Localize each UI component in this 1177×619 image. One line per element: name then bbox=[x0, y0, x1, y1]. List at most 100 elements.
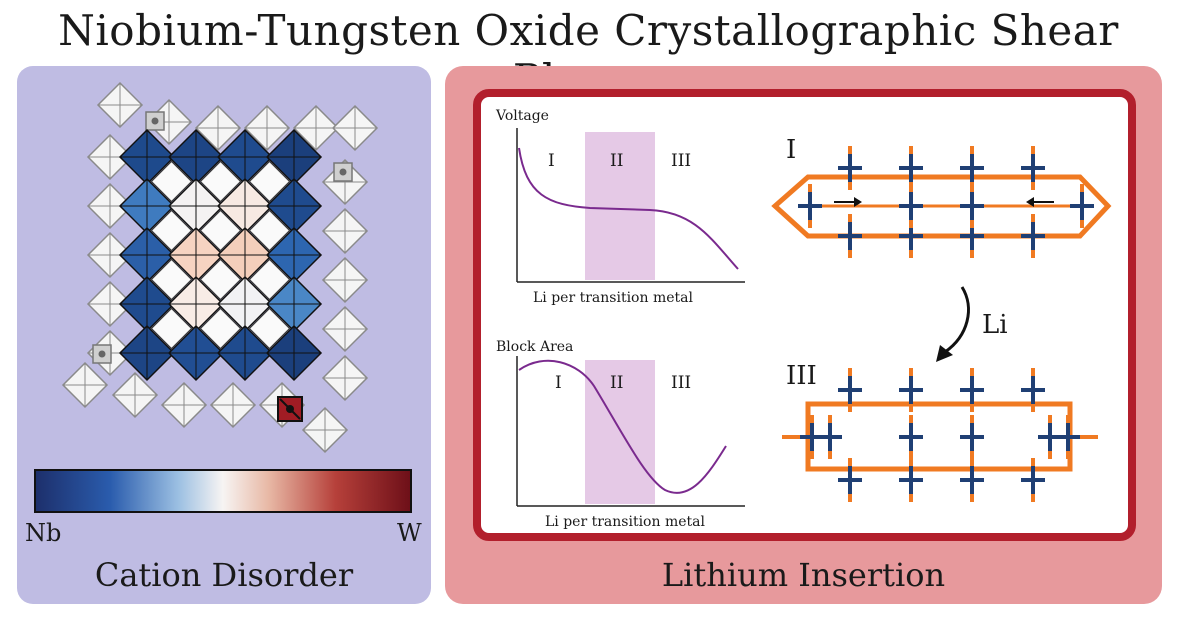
octahedron-cell bbox=[265, 177, 323, 235]
structure-top-node bbox=[838, 214, 862, 258]
voltage-region-iii: III bbox=[671, 151, 691, 171]
lithium-insertion-inner-box bbox=[473, 89, 1136, 541]
block-area-chart: Block Area Li per transition metal I II … bbox=[496, 339, 745, 530]
voltage-ylabel: Voltage bbox=[495, 108, 549, 124]
structure-top-node bbox=[960, 184, 984, 228]
voltage-xlabel: Li per transition metal bbox=[533, 290, 693, 306]
structure-bottom-node bbox=[960, 415, 984, 459]
structure-bottom-node bbox=[899, 415, 923, 459]
block-region-ii-shade bbox=[585, 360, 655, 504]
interstitial-site bbox=[150, 160, 193, 203]
octahedron-cell bbox=[265, 226, 323, 284]
interstitial-site bbox=[150, 307, 193, 350]
voltage-chart: Voltage Li per transition metal I II III bbox=[495, 108, 745, 306]
interstitial-site bbox=[248, 160, 291, 203]
border-octahedron-left bbox=[86, 133, 134, 181]
border-octahedron-top bbox=[96, 81, 144, 129]
octahedron-cell bbox=[265, 324, 323, 382]
border-octahedron-left bbox=[86, 280, 134, 328]
voltage-region-i: I bbox=[548, 151, 555, 171]
li-arrow-path bbox=[944, 286, 970, 354]
octahedron-cell bbox=[265, 275, 323, 333]
structure-top-node bbox=[960, 146, 984, 190]
border-octahedron-top bbox=[331, 104, 379, 152]
octahedron-cell bbox=[216, 128, 274, 186]
block-xlabel: Li per transition metal bbox=[545, 514, 705, 530]
border-octahedron-right bbox=[321, 305, 369, 353]
structure-top-orange-frame bbox=[771, 174, 1112, 239]
block-region-i: I bbox=[555, 373, 562, 393]
voltage-region-ii-shade bbox=[585, 132, 655, 280]
structure-top-label: I bbox=[786, 135, 796, 165]
tetrahedral-site-atom bbox=[339, 168, 347, 176]
block-region-ii: II bbox=[610, 373, 623, 393]
tungsten-site-atom bbox=[286, 405, 294, 413]
structure-bottom-orange-frame bbox=[805, 401, 1073, 472]
border-octahedron-right bbox=[321, 354, 369, 402]
structure-top-node bbox=[899, 146, 923, 190]
border-octahedron-top bbox=[292, 104, 340, 152]
li-arrow-head bbox=[936, 345, 953, 362]
interstitial-site bbox=[248, 258, 291, 301]
structure-top-shear-node bbox=[798, 184, 822, 228]
border-octahedron-right bbox=[321, 207, 369, 255]
structure-top-node bbox=[899, 184, 923, 228]
structure-phase-i bbox=[771, 146, 1112, 258]
interstitial-site bbox=[150, 258, 193, 301]
colorbar bbox=[34, 469, 412, 513]
interstitial-site bbox=[150, 209, 193, 252]
octahedron-cell bbox=[118, 226, 176, 284]
li-arrow-label: Li bbox=[982, 310, 1008, 340]
structure-bottom-node bbox=[899, 368, 923, 412]
lithium-insertion-caption: Lithium Insertion bbox=[661, 556, 946, 594]
tetrahedral-site-atom bbox=[151, 117, 159, 125]
border-octahedron-bottom bbox=[111, 371, 159, 419]
block-region-iii: III bbox=[671, 373, 691, 393]
octahedron-cell bbox=[118, 324, 176, 382]
octahedron-cell bbox=[265, 128, 323, 186]
interstitial-site bbox=[248, 209, 291, 252]
tetrahedral-site-atom bbox=[98, 350, 106, 358]
structure-top-node bbox=[1021, 214, 1045, 258]
interstitial-site bbox=[199, 258, 242, 301]
structure-bottom-node bbox=[838, 458, 862, 502]
structure-bottom-node bbox=[960, 368, 984, 412]
structure-bottom-label: III bbox=[786, 361, 817, 391]
octahedron-cell bbox=[167, 324, 225, 382]
structure-top-node bbox=[1021, 146, 1045, 190]
voltage-curve bbox=[518, 147, 739, 270]
border-octahedron-right bbox=[321, 256, 369, 304]
structure-top-right-arrowhead bbox=[1026, 197, 1034, 207]
border-octahedron-top bbox=[194, 104, 242, 152]
border-octahedron-top bbox=[243, 104, 291, 152]
octahedron-cell bbox=[118, 128, 176, 186]
structure-bottom-node bbox=[899, 458, 923, 502]
cation-disorder-caption: Cation Disorder bbox=[94, 556, 354, 594]
interstitial-site bbox=[199, 307, 242, 350]
block-area-curve bbox=[518, 359, 727, 494]
border-octahedron-bottom bbox=[160, 381, 208, 429]
structure-bottom-shear-node bbox=[1056, 415, 1080, 459]
border-octahedron-bottom bbox=[209, 381, 257, 429]
interstitial-site bbox=[248, 307, 291, 350]
block-ylabel: Block Area bbox=[496, 339, 573, 355]
octahedra-grid bbox=[61, 81, 379, 454]
structure-top-shear-node bbox=[1070, 184, 1094, 228]
li-arrow bbox=[936, 286, 970, 362]
structure-bottom-node bbox=[960, 458, 984, 502]
structure-bottom-node bbox=[838, 368, 862, 412]
structure-bottom-node bbox=[1021, 458, 1045, 502]
interstitial-site bbox=[199, 160, 242, 203]
structure-top-left-arrowhead bbox=[854, 197, 862, 207]
structure-bottom-shear-node bbox=[818, 415, 842, 459]
voltage-region-ii: II bbox=[610, 151, 623, 171]
interstitial-site bbox=[199, 209, 242, 252]
structure-bottom-node bbox=[1021, 368, 1045, 412]
colorbar-nb-label: Nb bbox=[25, 519, 62, 547]
colorbar-w-label: W bbox=[397, 519, 422, 547]
structure-phase-iii bbox=[782, 368, 1098, 502]
border-octahedron-bottom bbox=[301, 406, 349, 454]
structure-top-node bbox=[838, 146, 862, 190]
octahedron-cell bbox=[216, 226, 274, 284]
